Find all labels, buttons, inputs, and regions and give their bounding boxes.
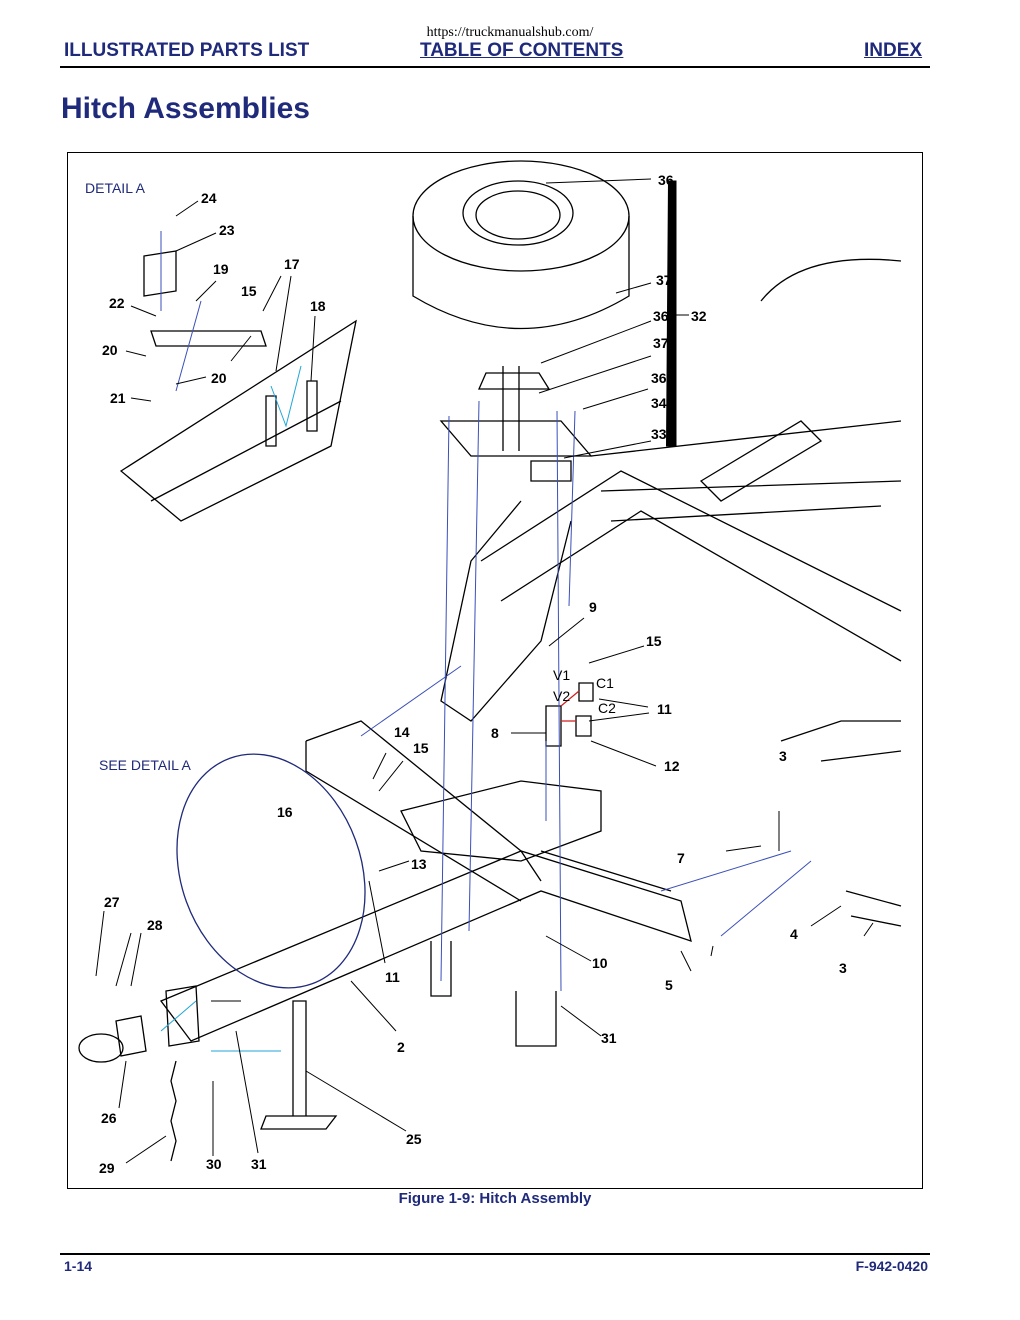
callout-24: 24 xyxy=(201,190,217,206)
callout-36-mid: 36 xyxy=(653,308,669,324)
caster-spindle xyxy=(502,366,520,451)
callout-3-low: 4 xyxy=(790,926,798,942)
callout-2: 3 xyxy=(839,960,847,976)
document-number: F-942-0420 xyxy=(855,1258,928,1274)
nav-index-link[interactable]: INDEX xyxy=(864,40,923,61)
jack-stand xyxy=(260,1000,338,1130)
callout-14: 15 xyxy=(413,740,429,756)
callout-21: 21 xyxy=(110,390,126,406)
callout-5: 7 xyxy=(677,850,685,866)
safety-chain xyxy=(170,1060,177,1162)
callout-37-mid: 37 xyxy=(653,335,669,351)
wheel-body xyxy=(412,216,630,330)
callout-33: 33 xyxy=(651,426,667,442)
callout-13: 14 xyxy=(394,724,410,740)
callout-3-top: 3 xyxy=(779,748,787,764)
detail-a-beam xyxy=(119,319,357,522)
callout-9: 11 xyxy=(657,701,672,717)
callout-37-top: 37 xyxy=(656,272,672,288)
nav-illustrated-parts-list[interactable]: ILLUSTRATED PARTS LIST xyxy=(64,40,310,61)
clevis xyxy=(165,985,200,1047)
callout-35: 31 xyxy=(601,1030,617,1046)
detail-a-circle xyxy=(176,753,366,989)
callout-30: 31 xyxy=(251,1156,267,1172)
callout-26: 26 xyxy=(101,1110,117,1126)
callout-28: 28 xyxy=(147,917,163,933)
valve-label-c2: C2 xyxy=(598,700,616,716)
callout-34: 34 xyxy=(651,395,667,411)
callout-23: 23 xyxy=(219,222,235,238)
callout-31: 30 xyxy=(206,1156,222,1172)
callout-16: 18 xyxy=(310,298,326,314)
caster-mount xyxy=(439,420,593,457)
callout-18: 20 xyxy=(102,342,118,358)
header-rule xyxy=(60,66,930,68)
callout-19: 19 xyxy=(213,261,229,277)
wheel-hub xyxy=(462,180,574,246)
callout-11-left: 11 xyxy=(385,969,400,985)
callout-7: 9 xyxy=(589,599,597,615)
callout-10: 15 xyxy=(646,633,662,649)
footer-rule xyxy=(60,1253,930,1255)
callout-11-right: 12 xyxy=(664,758,680,774)
callout-17: 17 xyxy=(284,256,300,272)
callout-12: 13 xyxy=(411,856,427,872)
source-url: https://truckmanualshub.com/ xyxy=(426,25,594,40)
hitch-assembly-diagram: 36 37 36 32 37 36 34 33 9 15 11 8 12 14 … xyxy=(78,160,902,1176)
callout-15-bottom: 16 xyxy=(277,804,293,820)
callout-27: 27 xyxy=(104,894,120,910)
callout-1: 2 xyxy=(397,1039,405,1055)
callout-4: 5 xyxy=(665,977,673,993)
callout-20: 20 xyxy=(211,370,227,386)
detail-a-label: DETAIL A xyxy=(85,180,146,196)
nav-table-of-contents-link[interactable]: TABLE OF CONTENTS xyxy=(420,40,624,61)
callout-8: 10 xyxy=(592,955,608,971)
callout-36-top: 36 xyxy=(658,172,674,188)
callout-25: 25 xyxy=(406,1131,422,1147)
callout-15-top: 15 xyxy=(241,283,257,299)
hitch-tongue xyxy=(159,850,692,1042)
see-detail-a-label: SEE DETAIL A xyxy=(99,757,191,773)
page-title: Hitch Assemblies xyxy=(61,92,310,125)
callout-22: 22 xyxy=(109,295,125,311)
hitch-plate xyxy=(400,780,602,862)
frame-upper xyxy=(590,420,902,522)
valve-label-c1: C1 xyxy=(596,675,614,691)
valve-label-v2: V2 xyxy=(553,688,570,704)
figure-frame: 36 37 36 32 37 36 34 33 9 15 11 8 12 14 … xyxy=(67,152,923,1189)
valve-label-v1: V1 xyxy=(553,667,570,683)
callout-32: 32 xyxy=(691,308,707,324)
callout-6: 8 xyxy=(491,725,499,741)
wheel-outer xyxy=(412,160,630,272)
cylinder xyxy=(699,420,823,502)
page-number: 1-14 xyxy=(64,1258,93,1274)
figure-caption: Figure 1-9: Hitch Assembly xyxy=(398,1190,592,1207)
callout-29: 29 xyxy=(99,1160,115,1176)
callout-36-low: 36 xyxy=(651,370,667,386)
